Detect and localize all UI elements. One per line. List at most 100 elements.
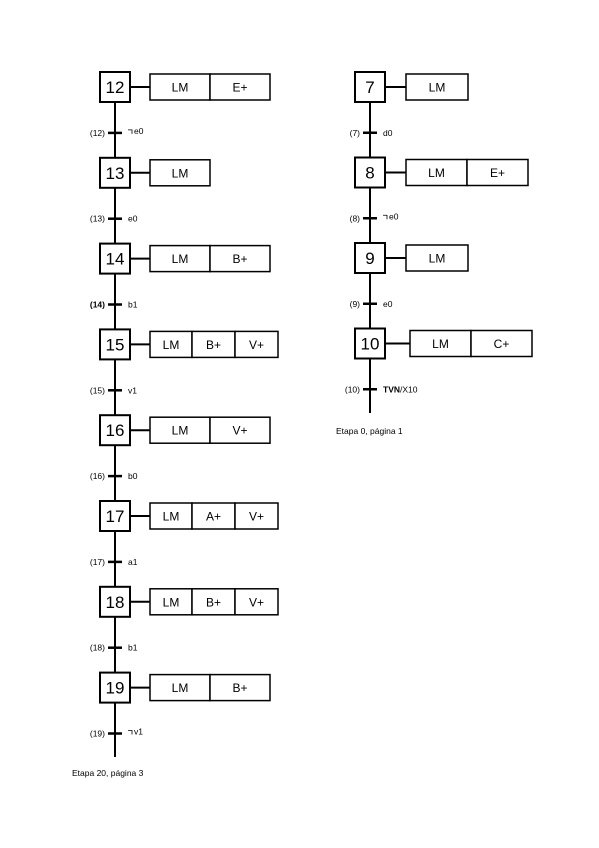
action-label: B+	[206, 595, 221, 609]
transition-8: (19) v1	[90, 727, 143, 739]
action-label: LM	[163, 595, 180, 609]
action-box	[466, 158, 529, 187]
transition-condition: TVN/X10	[383, 384, 418, 394]
action-box	[405, 73, 469, 101]
transition-4: (10) TVN/X10	[345, 384, 418, 394]
negation-symbol	[128, 730, 133, 735]
transition-3: (14) b1	[90, 300, 138, 310]
transition-2: (8) e0	[350, 211, 399, 223]
transition-label: (17)	[90, 557, 105, 567]
action-label: V+	[249, 595, 264, 609]
action-label: LM	[428, 166, 445, 180]
transition-6: (17) a1	[90, 557, 138, 567]
action-box	[234, 588, 279, 616]
transition-condition: v1	[134, 727, 143, 737]
action-label: B+	[232, 681, 247, 695]
condition-bold-part: TVN	[383, 384, 400, 394]
action-label: LM	[172, 166, 189, 180]
action-box	[209, 73, 271, 101]
action-label: C+	[494, 337, 510, 351]
action-box	[149, 416, 211, 444]
action-label: V+	[249, 338, 264, 352]
transition-condition: a1	[128, 557, 138, 567]
step-10: 10 LM C+	[354, 327, 533, 360]
step-number: 19	[106, 679, 125, 698]
transition-label: (7)	[350, 128, 361, 138]
transition-5: (16) b0	[90, 471, 138, 481]
action-label: V+	[232, 424, 247, 438]
transition-label: (16)	[90, 471, 105, 481]
transition-4: (15) v1	[90, 385, 137, 395]
step-8: 8 LM E+	[354, 156, 529, 189]
transition-label: (19)	[90, 729, 105, 739]
transition-label: (14)	[90, 300, 105, 310]
action-label: B+	[206, 338, 221, 352]
transition-2: (13) e0	[90, 214, 138, 224]
transition-condition: e0	[389, 211, 399, 221]
step-number: 8	[365, 164, 374, 183]
footer-note: Etapa 0, página 1	[336, 426, 403, 436]
transition-condition: e0	[134, 126, 144, 136]
transition-condition: d0	[383, 128, 393, 138]
transition-condition: b0	[128, 471, 138, 481]
step-box	[99, 585, 131, 618]
action-label: LM	[172, 81, 189, 95]
step-box	[99, 156, 131, 189]
action-label: LM	[172, 252, 189, 266]
action-box	[234, 330, 279, 359]
action-box	[405, 244, 469, 272]
action-box	[191, 330, 236, 359]
action-box	[234, 502, 279, 530]
action-label: LM	[432, 337, 449, 351]
action-box	[149, 159, 211, 187]
transition-1: (7) d0	[350, 128, 393, 138]
transition-condition: e0	[128, 214, 138, 224]
transition-label: (15)	[90, 385, 105, 395]
step-12: 12 LM E+	[99, 71, 271, 103]
action-label: LM	[172, 681, 189, 695]
step-number: 16	[106, 421, 125, 440]
action-label: E+	[232, 81, 247, 95]
step-box	[99, 242, 131, 275]
transition-label: (8)	[350, 213, 361, 223]
transition-condition: e0	[383, 299, 393, 309]
condition-rest-part: /X10	[400, 384, 418, 394]
action-label: E+	[490, 166, 505, 180]
step-18: 18 LM B+ V+	[99, 585, 279, 618]
action-box	[191, 588, 236, 616]
action-box	[209, 416, 271, 444]
transition-7: (18)b1	[90, 643, 138, 653]
transition-label: (10)	[345, 384, 360, 394]
action-label: B+	[232, 252, 247, 266]
step-number: 13	[106, 164, 125, 183]
step-number: 18	[106, 593, 125, 612]
transition-label: (9)	[350, 299, 361, 309]
step-number: 12	[106, 78, 125, 97]
transition-condition: v1	[128, 385, 137, 395]
transition-3: (9) e0	[350, 299, 393, 309]
action-label: LM	[429, 252, 446, 266]
step-15: 15 LM B+ V+	[99, 328, 279, 361]
step-13: 13 LM	[99, 156, 211, 189]
transition-condition: b1	[128, 300, 138, 310]
action-label: A+	[206, 510, 221, 524]
action-box	[209, 244, 271, 273]
transition-label: (13)	[90, 214, 105, 224]
transition-1: (12)e0	[90, 126, 144, 138]
step-number: 15	[106, 335, 125, 354]
negation-symbol	[383, 214, 388, 220]
step-number: 10	[361, 335, 380, 354]
action-label: LM	[163, 338, 180, 352]
step-box	[99, 671, 131, 704]
action-label: V+	[249, 510, 264, 524]
transition-condition: b1	[128, 643, 138, 653]
action-box	[149, 673, 211, 702]
action-label: LM	[429, 81, 446, 95]
